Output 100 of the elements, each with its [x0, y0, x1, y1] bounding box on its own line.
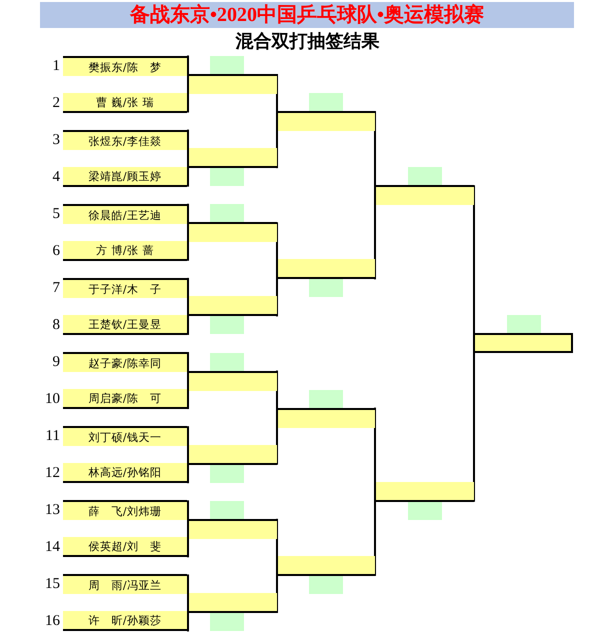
entry-bar — [63, 56, 187, 76]
result-bar — [276, 556, 375, 576]
entry-bar — [63, 240, 187, 261]
bracket-line — [187, 352, 189, 373]
player-names: 曹 巍/张 瑞 — [96, 94, 154, 110]
score-box — [309, 390, 343, 408]
seed-number: 6 — [52, 242, 60, 261]
bracket-line — [187, 278, 189, 298]
entry-bar — [63, 537, 187, 558]
entry-bar — [63, 204, 187, 224]
player-names: 许 昕/孙颖莎 — [88, 613, 162, 630]
result-bar — [187, 518, 277, 539]
player-names: 薛 飞/刘炜珊 — [88, 504, 162, 520]
seed-number: 4 — [52, 168, 60, 187]
score-box — [408, 167, 442, 186]
score-box — [210, 316, 244, 334]
bracket-line — [187, 610, 189, 632]
bracket-line — [187, 500, 189, 521]
score-box — [309, 93, 343, 112]
bracket-line — [187, 314, 189, 335]
bracket-line — [187, 92, 189, 112]
bracket-line — [187, 56, 189, 76]
score-box — [210, 352, 244, 371]
result-bar — [276, 111, 375, 132]
entry-bar — [63, 352, 187, 372]
seed-number: 5 — [52, 204, 60, 224]
bracket-line — [187, 166, 189, 187]
player-names: 刘丁硕/钱天一 — [88, 430, 162, 446]
entry-bar — [63, 574, 187, 594]
bracket-line — [187, 462, 189, 484]
player-names: 王楚钦/王曼昱 — [88, 316, 162, 333]
bracket-line — [374, 203, 376, 280]
entry-bar — [63, 463, 187, 484]
result-bar — [473, 333, 573, 354]
player-names: 侯英超/刘 斐 — [88, 539, 162, 556]
player-names: 方 博/张 蔷 — [96, 242, 154, 259]
bracket-line — [473, 185, 475, 336]
bracket-line — [187, 204, 189, 224]
bracket-line — [187, 388, 189, 410]
result-bar — [374, 185, 474, 206]
seed-number: 13 — [44, 501, 60, 520]
player-names: 周 雨/冯亚兰 — [88, 578, 162, 594]
bracket-line — [276, 222, 278, 262]
player-names: 于子洋/木 子 — [88, 282, 162, 298]
seed-number: 10 — [44, 390, 60, 410]
seed-number: 12 — [44, 464, 60, 484]
bracket-line — [276, 574, 278, 613]
result-bar — [187, 370, 277, 391]
bracket-line — [276, 370, 278, 410]
result-bar — [374, 482, 474, 502]
score-box — [309, 279, 343, 298]
entry-bar — [63, 278, 187, 298]
entry-bar — [63, 611, 187, 632]
bracket-line — [374, 500, 376, 576]
bracket-line — [374, 408, 376, 484]
bracket-line — [187, 240, 189, 261]
seed-number: 14 — [44, 538, 60, 558]
player-names: 樊振东/陈 梦 — [88, 60, 162, 76]
result-bar — [187, 592, 277, 613]
seed-number: 11 — [44, 427, 60, 446]
seed-number: 9 — [52, 353, 60, 372]
score-box — [210, 168, 244, 186]
score-box — [408, 502, 442, 520]
score-box — [309, 576, 343, 594]
bracket-line — [276, 129, 278, 168]
seed-number: 16 — [44, 612, 60, 632]
seed-number: 1 — [52, 56, 60, 76]
player-names: 张煜东/李佳燚 — [88, 134, 162, 150]
bracket-line — [276, 277, 278, 316]
bracket-line — [187, 130, 189, 150]
result-bar — [276, 259, 375, 280]
seed-number: 2 — [52, 94, 60, 112]
seed-number: 7 — [52, 278, 60, 298]
entry-bar — [63, 166, 187, 187]
result-bar — [187, 222, 277, 242]
entry-bar — [63, 130, 187, 150]
bracket-line — [276, 518, 278, 558]
score-box — [507, 315, 541, 334]
bracket-line — [374, 111, 376, 188]
result-bar — [187, 296, 277, 316]
score-box — [210, 464, 244, 483]
entry-bar — [63, 92, 187, 112]
player-names: 梁靖崑/顾玉婷 — [88, 168, 162, 185]
player-names: 赵子豪/陈幸同 — [88, 356, 162, 372]
seed-number: 3 — [52, 130, 60, 150]
score-box — [210, 500, 244, 519]
result-bar — [187, 74, 277, 94]
score-box — [210, 204, 244, 222]
entry-bar — [63, 500, 187, 520]
bracket-line — [187, 574, 189, 595]
bracket-line — [187, 426, 189, 447]
entry-bar — [63, 314, 187, 335]
subtitle: 混合双打抽签结果 — [236, 30, 380, 52]
result-bar — [187, 148, 277, 168]
result-bar — [276, 408, 375, 428]
bracket-line — [276, 74, 278, 114]
score-box — [210, 612, 244, 631]
bracket-line — [187, 536, 189, 558]
bracket-line — [473, 351, 475, 502]
entry-bar — [63, 426, 187, 446]
